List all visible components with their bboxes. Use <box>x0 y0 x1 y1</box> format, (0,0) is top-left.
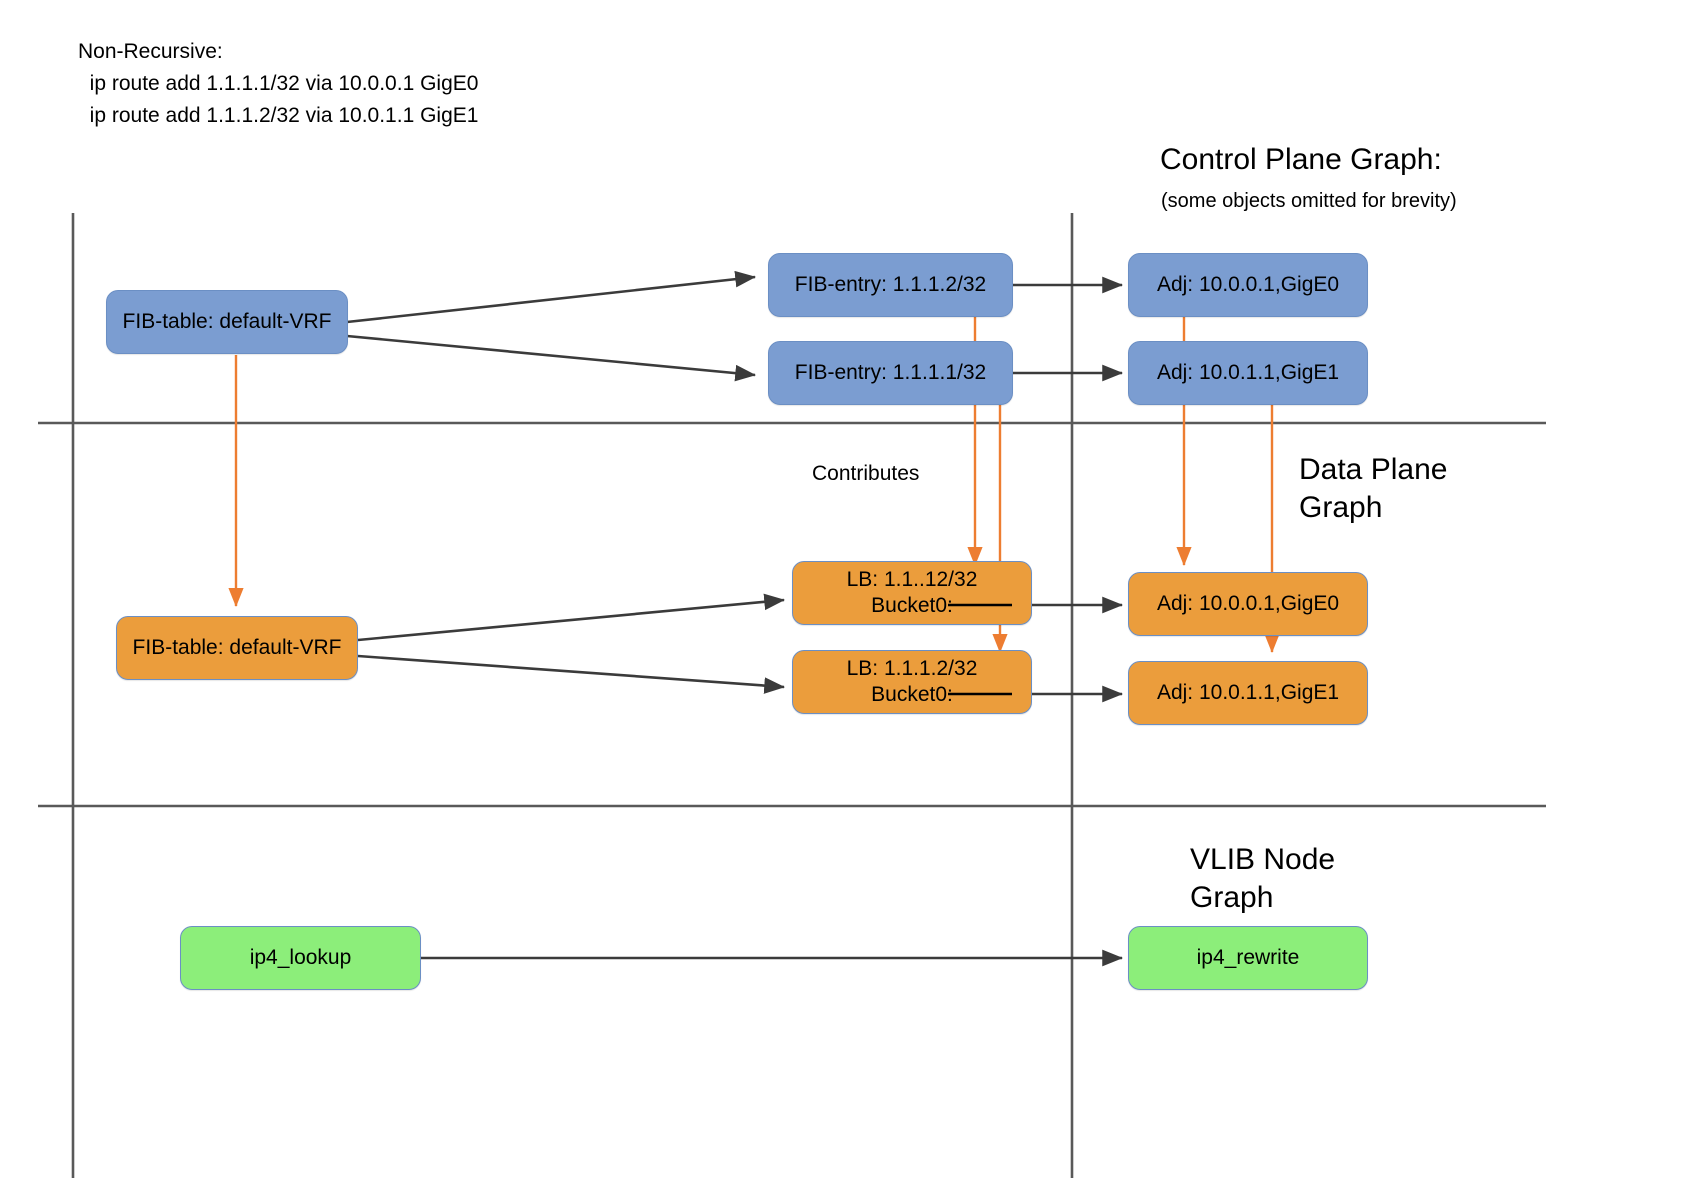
node-fib-table-data-plane[interactable]: FIB-table: default-VRF <box>116 616 358 680</box>
control-plane-graph-subtitle: (some objects omitted for brevity) <box>1161 190 1457 212</box>
node-bucket-label: Bucket0: <box>871 683 953 706</box>
node-ip4-lookup[interactable]: ip4_lookup <box>180 926 421 990</box>
node-adj-10-0-0-1-gige0-data[interactable]: Adj: 10.0.0.1,GigE0 <box>1128 572 1368 636</box>
node-bucket-label: Bucket0: <box>871 594 953 617</box>
node-label: FIB-entry: 1.1.1.1/32 <box>794 361 987 385</box>
node-label: ip4_rewrite <box>1196 946 1300 970</box>
node-label: Adj: 10.0.0.1,GigE0 <box>1156 273 1340 297</box>
data-plane-graph-title: Data Plane Graph <box>1299 453 1448 525</box>
node-fib-entry-1-1-1-1[interactable]: FIB-entry: 1.1.1.1/32 <box>768 341 1013 405</box>
control-plane-graph-title: Control Plane Graph: <box>1160 143 1442 176</box>
edge-cp-table-to-entry1 <box>346 334 757 382</box>
node-lb-1-1-1-2[interactable]: LB: 1.1.1.2/32 Bucket0: <box>792 650 1032 714</box>
edge-dp-table-to-lb0 <box>357 593 786 642</box>
node-label: Adj: 10.0.1.1,GigE1 <box>1156 361 1340 385</box>
edge-dp-table-to-lb1 <box>357 654 786 694</box>
node-label: LB: 1.1.1.2/32 <box>846 657 978 681</box>
node-label: Adj: 10.0.0.1,GigE0 <box>1156 592 1340 616</box>
node-ip4-rewrite[interactable]: ip4_rewrite <box>1128 926 1368 990</box>
node-fib-entry-1-1-1-2[interactable]: FIB-entry: 1.1.1.2/32 <box>768 253 1013 317</box>
contributes-label: Contributes <box>812 462 920 485</box>
route-commands-note: Non-Recursive: ip route add 1.1.1.1/32 v… <box>78 40 479 127</box>
node-label: ip4_lookup <box>249 946 352 970</box>
node-fib-table-control-plane[interactable]: FIB-table: default-VRF <box>106 290 348 354</box>
node-label: FIB-entry: 1.1.1.2/32 <box>794 273 987 297</box>
edge-cp-table-to-entry2 <box>346 270 757 324</box>
node-label: FIB-table: default-VRF <box>132 636 342 660</box>
node-label: Adj: 10.0.1.1,GigE1 <box>1156 681 1340 705</box>
node-adj-10-0-0-1-gige0-control[interactable]: Adj: 10.0.0.1,GigE0 <box>1128 253 1368 317</box>
node-adj-10-0-1-1-gige1-data[interactable]: Adj: 10.0.1.1,GigE1 <box>1128 661 1368 725</box>
node-label: FIB-table: default-VRF <box>122 310 332 334</box>
node-label: LB: 1.1..12/32 <box>846 568 978 592</box>
vlib-node-graph-title: VLIB Node Graph <box>1190 843 1336 915</box>
node-adj-10-0-1-1-gige1-control[interactable]: Adj: 10.0.1.1,GigE1 <box>1128 341 1368 405</box>
node-lb-1-1-12[interactable]: LB: 1.1..12/32 Bucket0: <box>792 561 1032 625</box>
zone-separators <box>38 421 1546 808</box>
control-plane-edges <box>346 270 1124 382</box>
